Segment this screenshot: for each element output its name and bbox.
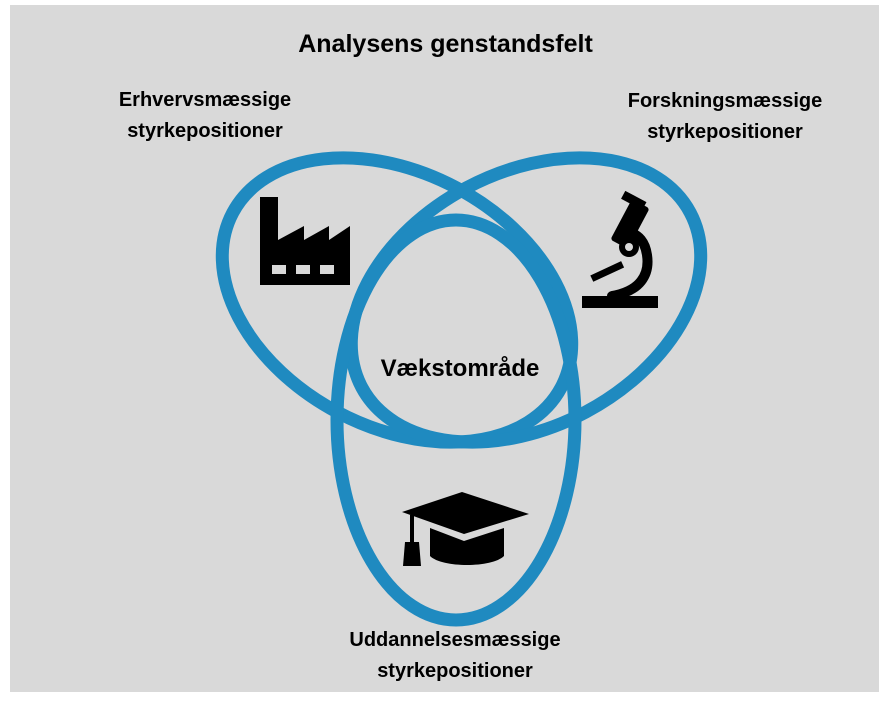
diagram-background <box>10 5 879 692</box>
right-ellipse <box>344 151 708 449</box>
label-education-line1: Uddannelsesmæssige <box>349 629 561 651</box>
microscope-icon <box>582 190 658 308</box>
label-research-line1: Forskningsmæssige <box>627 90 823 112</box>
graduation-cap-icon <box>402 492 529 566</box>
diagram-title: Analysens genstandsfelt <box>298 30 593 58</box>
label-research-line2: styrkepositioner <box>647 121 803 143</box>
label-business-line1: Erhvervsmæssige <box>118 89 292 111</box>
label-education-line2: styrkepositioner <box>377 660 533 682</box>
center-label: Vækstområde <box>380 355 540 382</box>
label-business-line2: styrkepositioner <box>127 120 283 142</box>
label-education-strengths: Uddannelsesmæssige styrkepositioner <box>310 625 600 687</box>
label-research-strengths: Forskningsmæssige styrkepositioner <box>590 86 860 148</box>
label-business-strengths: Erhvervsmæssige styrkepositioner <box>70 85 340 147</box>
bottom-ellipse <box>330 213 582 627</box>
factory-icon <box>260 197 350 285</box>
